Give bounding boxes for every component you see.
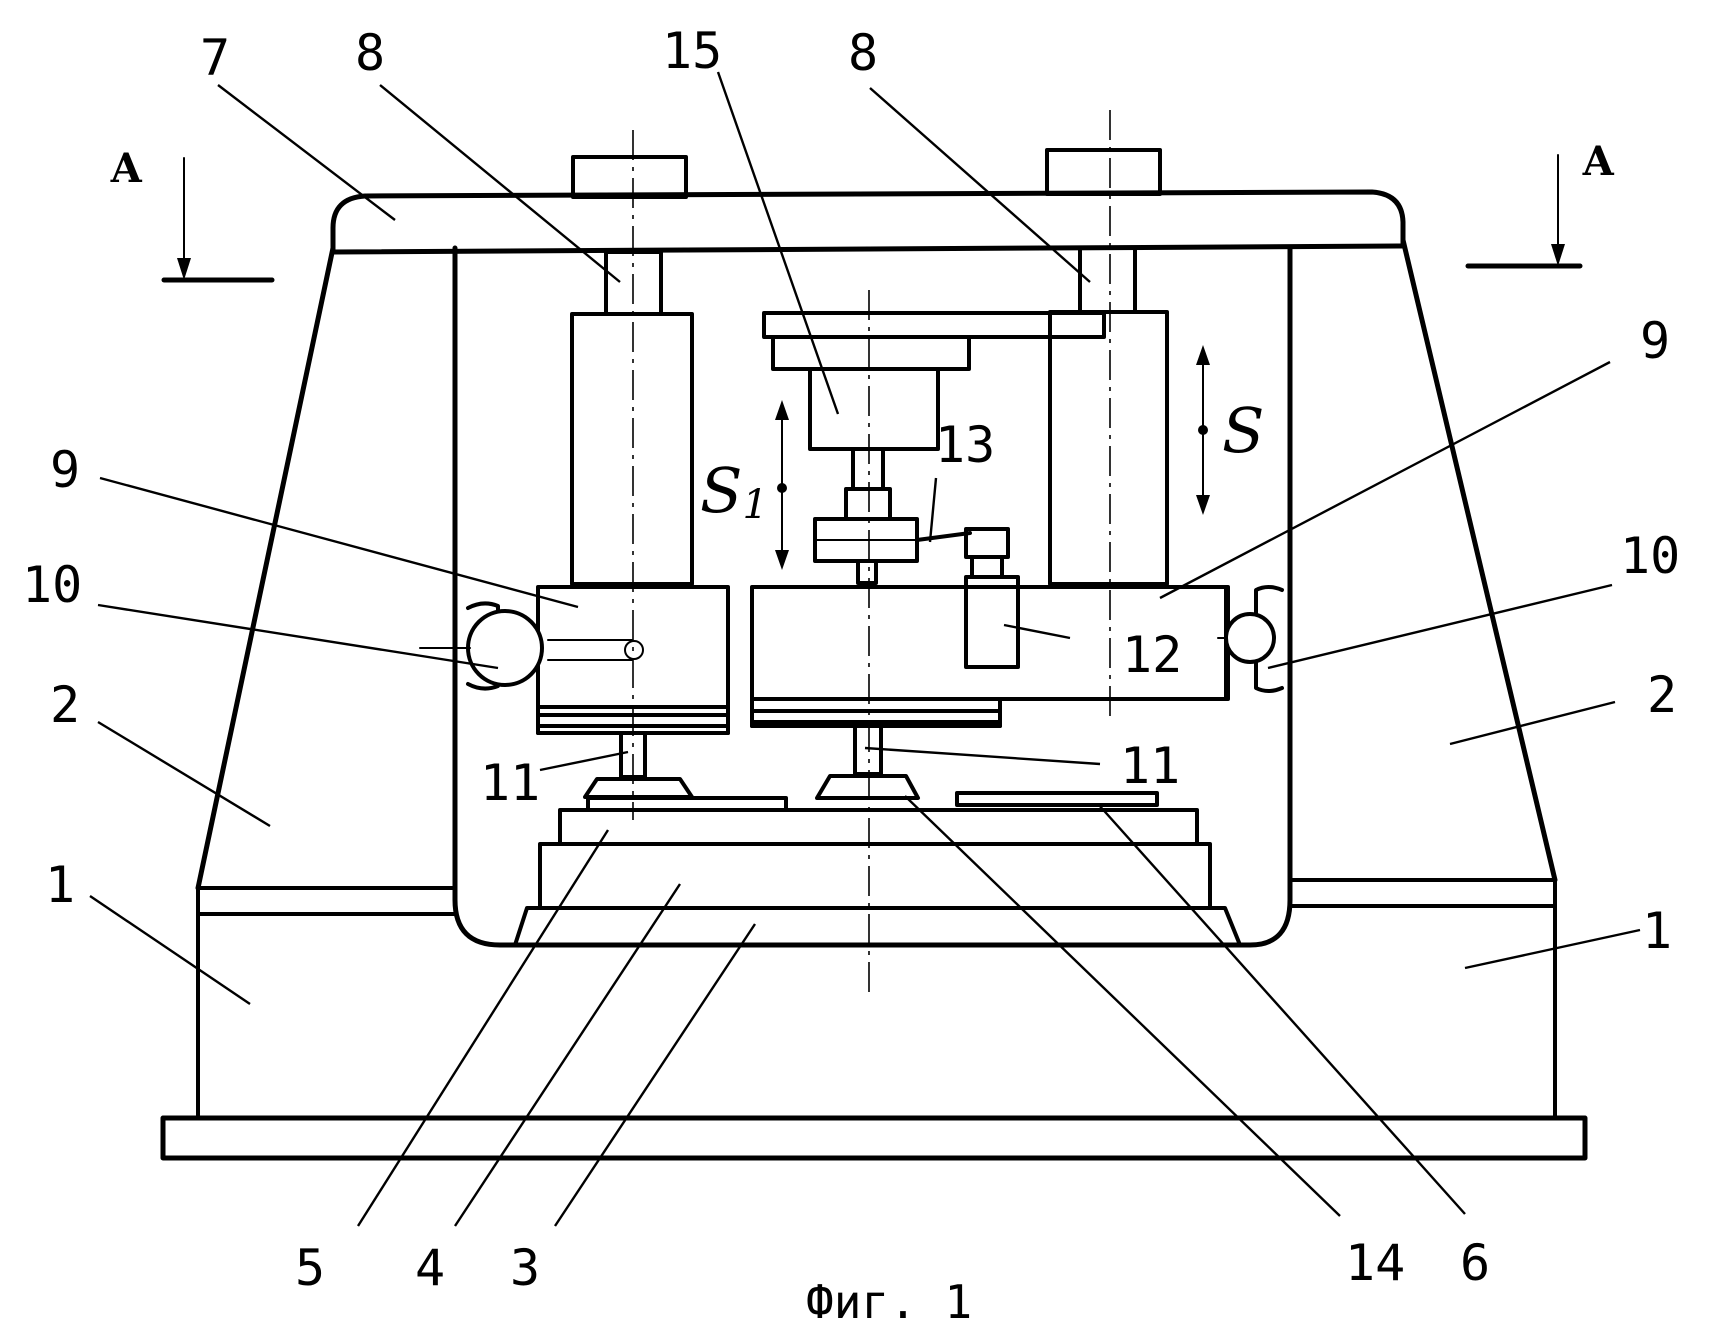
callout-10-right: 10 xyxy=(1620,527,1680,585)
callout-6: 6 xyxy=(1460,1234,1490,1292)
callout-1-left: 1 xyxy=(45,856,75,914)
callout-12: 12 xyxy=(1122,626,1182,684)
callout-10-left: 10 xyxy=(22,556,82,614)
top-nut-left xyxy=(573,157,686,197)
carriage-right xyxy=(752,587,1259,726)
callout-labels: 7 8 15 8 13 12 9 9 10 10 2 2 1 1 11 11 5… xyxy=(22,22,1680,1297)
callout-13: 13 xyxy=(935,416,995,474)
callout-15: 15 xyxy=(662,22,722,80)
axis-lines xyxy=(633,110,1110,995)
motion-label-s: S xyxy=(1222,394,1264,467)
callout-11-left: 11 xyxy=(480,754,540,812)
callout-7: 7 xyxy=(200,29,230,87)
callout-14: 14 xyxy=(1345,1234,1405,1292)
callout-2-left: 2 xyxy=(50,676,80,734)
callout-2-right: 2 xyxy=(1647,666,1677,724)
section-letter-right: А xyxy=(1582,138,1615,185)
section-mark-left xyxy=(164,158,272,280)
spindle-left-part-11 xyxy=(585,733,692,797)
motion-arrow-s1 xyxy=(775,400,789,570)
guide-column-right xyxy=(1050,248,1167,584)
base-plate xyxy=(163,1118,1585,1158)
roller-left xyxy=(420,603,542,688)
callout-5: 5 xyxy=(295,1239,325,1297)
callout-3: 3 xyxy=(510,1239,540,1297)
belt-drive-part-13 xyxy=(815,519,1008,583)
motion-label-s1: S1 xyxy=(700,454,768,528)
bed-part-1 xyxy=(198,880,1555,1118)
crossbeam-part-7 xyxy=(333,192,1403,252)
figure-caption: Фиг. 1 xyxy=(806,1275,972,1329)
motor-part-12 xyxy=(966,577,1018,667)
table-base-part-3 xyxy=(515,908,1240,945)
guide-column-left xyxy=(572,252,692,584)
leader-lines xyxy=(90,72,1640,1226)
callout-11-right: 11 xyxy=(1120,737,1180,795)
table-layer-part-4 xyxy=(540,810,1210,908)
top-nut-right xyxy=(1047,150,1160,194)
callout-9-right: 9 xyxy=(1640,312,1670,370)
tool-part-14 xyxy=(817,726,918,798)
callout-9-left: 9 xyxy=(50,441,80,499)
section-mark-right xyxy=(1468,155,1580,266)
roller-right xyxy=(1226,587,1282,691)
callout-8-left: 8 xyxy=(355,24,385,82)
section-letter-left: А xyxy=(110,145,143,192)
callout-1-right: 1 xyxy=(1642,902,1672,960)
callout-8-right: 8 xyxy=(848,24,878,82)
portal-frame-part-2 xyxy=(198,240,1555,945)
motion-arrow-s xyxy=(1196,345,1210,515)
callout-4: 4 xyxy=(415,1239,445,1297)
